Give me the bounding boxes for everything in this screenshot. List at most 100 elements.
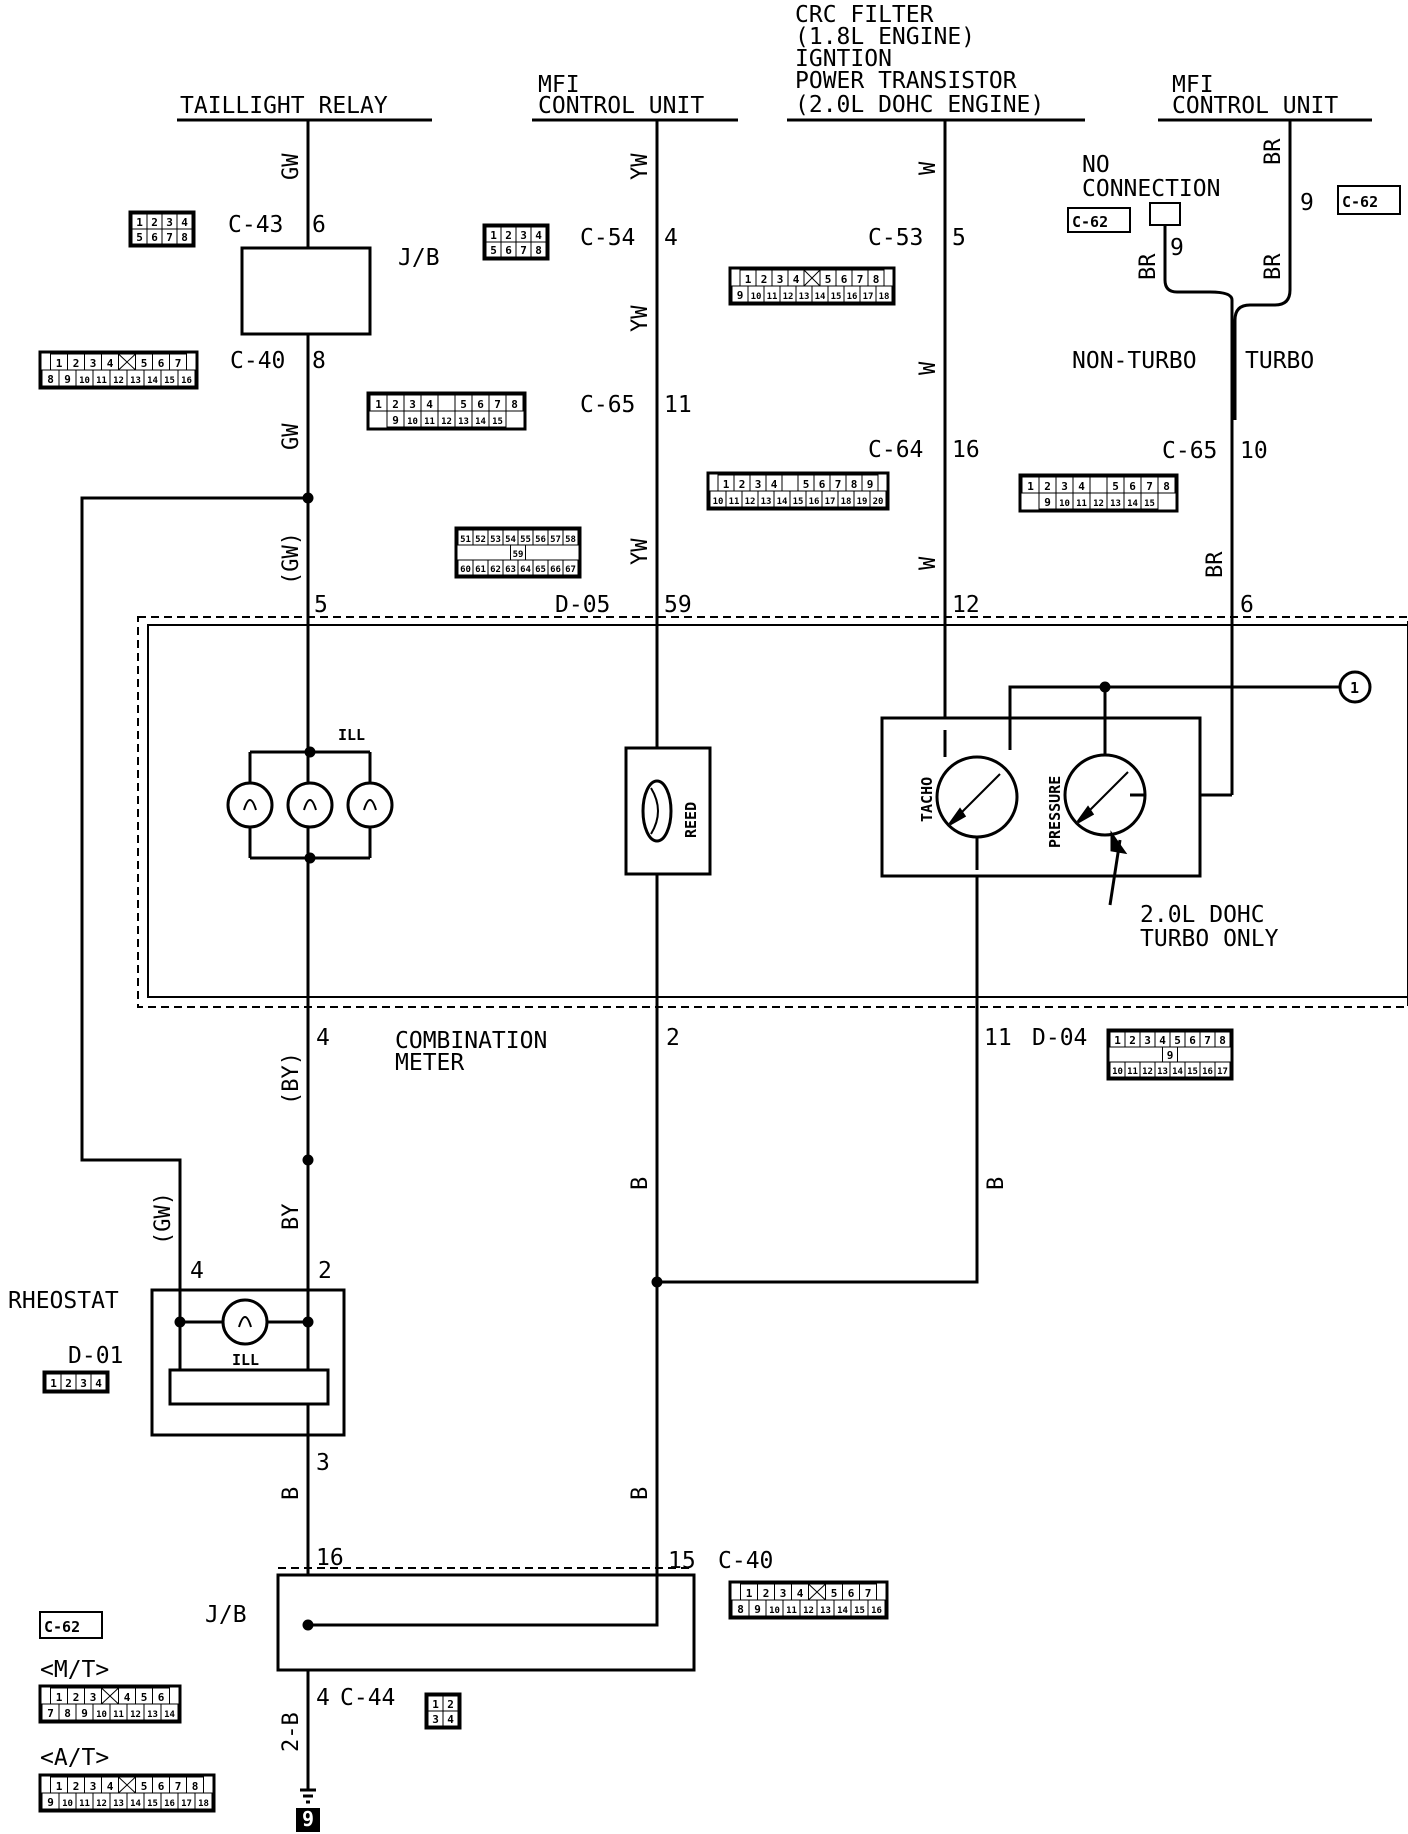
connector-pin-number: 14 bbox=[130, 1799, 141, 1809]
connector-cell bbox=[869, 490, 887, 508]
connector-pin-number: 11 bbox=[96, 376, 107, 386]
pin-jb-15: 15 bbox=[668, 1548, 696, 1574]
pin-c65-10: 10 bbox=[1240, 438, 1268, 464]
connector-pin-number: 13 bbox=[113, 1799, 124, 1809]
connector-pin-number: 14 bbox=[815, 292, 826, 302]
connector-cell bbox=[875, 285, 893, 303]
connector-pin-number: 2 bbox=[1044, 480, 1051, 493]
connector-pin-number: 54 bbox=[505, 535, 516, 545]
connector-pin-number: 5 bbox=[825, 273, 832, 286]
pin-d04-4: 4 bbox=[316, 1025, 330, 1051]
connector-pin-number: 16 bbox=[1202, 1067, 1213, 1077]
connector-cell bbox=[194, 1792, 213, 1810]
wire-label-by2: BY bbox=[279, 1204, 304, 1231]
connector-pin-number: 4 bbox=[95, 1377, 102, 1390]
wire-label-w2: W bbox=[916, 361, 941, 375]
connector-pin-number: 3 bbox=[90, 1691, 97, 1704]
connector-pin-number: 18 bbox=[841, 497, 852, 507]
pin-c64-16: 16 bbox=[952, 437, 980, 463]
wire-label-br1: BR bbox=[1261, 138, 1286, 165]
connector-pin-number: 13 bbox=[130, 376, 141, 386]
connector-cell bbox=[867, 1599, 886, 1617]
wire-label-gw1: GW bbox=[279, 153, 304, 180]
conn-c53: C-53 bbox=[868, 225, 923, 251]
connector-pin-number: 13 bbox=[1110, 499, 1121, 509]
conn-c54: C-54 bbox=[580, 225, 635, 251]
conn-c62b: C-62 bbox=[1342, 193, 1378, 211]
connector-cell bbox=[1157, 476, 1176, 494]
connector-pin-number: 1 bbox=[746, 1587, 753, 1600]
connector-pin-number: 3 bbox=[409, 398, 416, 411]
connector-pin-number: 7 bbox=[175, 357, 182, 370]
pin-d04-11: 11 bbox=[984, 1025, 1012, 1051]
connector-pin-number: 6 bbox=[151, 231, 158, 244]
connector-pin-number: 17 bbox=[863, 292, 874, 302]
connector-pin-number: 18 bbox=[198, 1799, 209, 1809]
connector-pin-number: 19 bbox=[857, 497, 868, 507]
connector-pin-number: 14 bbox=[1127, 499, 1138, 509]
connector-pin-number: 2 bbox=[763, 1587, 770, 1600]
connector-pin-number: 15 bbox=[854, 1606, 865, 1616]
header-mfi-left-l1: MFI bbox=[538, 72, 580, 98]
connector-cell bbox=[90, 1373, 107, 1391]
connector-pin-number: 16 bbox=[164, 1799, 175, 1809]
connector-pin-number: 6 bbox=[1189, 1034, 1196, 1047]
connector-pin-number: 3 bbox=[755, 478, 762, 491]
header-mfi-left-l2: CONTROL UNIT bbox=[538, 93, 704, 119]
connector-pin-number: 8 bbox=[737, 1603, 744, 1616]
connector-pin-number: 13 bbox=[458, 417, 469, 427]
connector-pin-number: 12 bbox=[96, 1799, 107, 1809]
connector-pin-number: 2 bbox=[392, 398, 399, 411]
wire-label-b2: B bbox=[984, 1177, 1009, 1190]
wire-label-b3: B bbox=[279, 1487, 304, 1500]
connector-pin-number: 8 bbox=[851, 478, 858, 491]
conn-d04: D-04 bbox=[1032, 1025, 1087, 1051]
connector-pin-number: 7 bbox=[166, 231, 173, 244]
pin-c53-5: 5 bbox=[952, 225, 966, 251]
connector-pin-number: 11 bbox=[1076, 499, 1087, 509]
connector-pin-number: 4 bbox=[797, 1587, 804, 1600]
connector-cell bbox=[488, 410, 507, 428]
connector-pin-number: 61 bbox=[475, 565, 486, 575]
wire-label-br3: BR bbox=[1261, 253, 1286, 280]
pin-c54-4: 4 bbox=[664, 225, 678, 251]
connector-pin-number: 52 bbox=[475, 535, 486, 545]
connector-pin-number: 2 bbox=[73, 1691, 80, 1704]
connector-pin-number: 3 bbox=[90, 1780, 97, 1793]
connector-pin-number: 8 bbox=[47, 373, 54, 386]
connector-pin-number: 13 bbox=[761, 497, 772, 507]
connector-pin-number: 12 bbox=[441, 417, 452, 427]
connector-pin-number: 8 bbox=[1219, 1034, 1226, 1047]
pin-d05-5: 5 bbox=[314, 592, 328, 618]
connector-pin-number: 7 bbox=[835, 478, 842, 491]
connector-pin-number: 66 bbox=[550, 565, 561, 575]
connector-pin-number: 12 bbox=[1093, 499, 1104, 509]
connector-pin-number: 4 bbox=[1159, 1034, 1166, 1047]
connector-pin-number: 14 bbox=[1172, 1067, 1183, 1077]
connector-pin-number: 5 bbox=[831, 1587, 838, 1600]
header-crc-l4: POWER TRANSISTOR bbox=[795, 68, 1017, 94]
connector-pin-number: 14 bbox=[777, 497, 788, 507]
connector-pin-number: 3 bbox=[777, 273, 784, 286]
connector-pin-number: 11 bbox=[1127, 1067, 1138, 1077]
wire-label-br4: BR bbox=[1203, 551, 1228, 578]
connector-pin-number: 1 bbox=[56, 357, 63, 370]
pin-c44-4: 4 bbox=[316, 1685, 330, 1711]
connector-pin-number: 2 bbox=[761, 273, 768, 286]
pin-rheostat-4: 4 bbox=[190, 1258, 204, 1284]
connector-pin-number: 9 bbox=[737, 289, 744, 302]
conn-c40: C-40 bbox=[230, 348, 285, 374]
pin-jb-16: 16 bbox=[316, 1545, 344, 1571]
connector-cell bbox=[562, 559, 579, 576]
ill-rheostat-label: ILL bbox=[232, 1351, 259, 1369]
connector-pin-number: 1 bbox=[375, 398, 382, 411]
connector-pin-number: 53 bbox=[490, 535, 501, 545]
connector-pin-number: 11 bbox=[79, 1799, 90, 1809]
connector-pin-number: 7 bbox=[520, 244, 527, 257]
connector-pin-number: 20 bbox=[873, 497, 884, 507]
connector-pin-number: 6 bbox=[158, 1691, 165, 1704]
connector-pin-number: 57 bbox=[550, 535, 561, 545]
connector-pin-number: 8 bbox=[192, 1780, 199, 1793]
connector-cell bbox=[1214, 1031, 1231, 1048]
wire-label-yw2: YW bbox=[628, 305, 653, 332]
